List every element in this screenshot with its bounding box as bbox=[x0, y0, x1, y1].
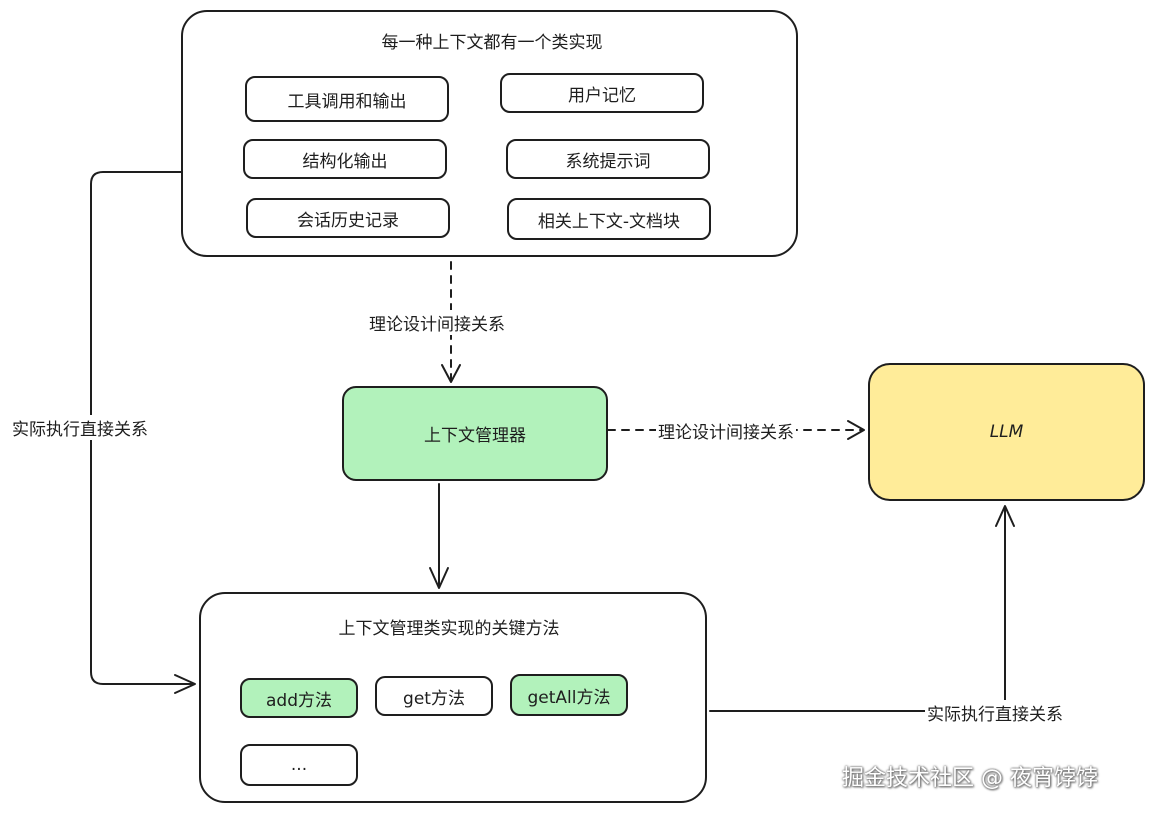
edge-label-bottom-to-llm: 实际执行直接关系 bbox=[925, 700, 1065, 725]
watermark: 掘金技术社区 @ 夜宵饽饽 bbox=[842, 766, 1098, 791]
context-types-title: 每一种上下文都有一个类实现 bbox=[381, 33, 603, 53]
arrowhead-bottom-to-llm bbox=[995, 505, 1015, 527]
arrowhead-manager-to-llm bbox=[847, 420, 865, 440]
arrowhead-top-to-manager bbox=[441, 364, 461, 383]
edge-label-manager-to-llm: 理论设计间接关系 bbox=[656, 418, 796, 443]
context-item-user-memory: 用户记忆 bbox=[500, 73, 704, 113]
arrowhead-manager-to-bottom bbox=[429, 567, 449, 589]
method-get: get方法 bbox=[375, 676, 493, 716]
context-manager-label: 上下文管理器 bbox=[424, 426, 526, 446]
context-manager-node: 上下文管理器 bbox=[342, 386, 608, 481]
context-item-system-prompt: 系统提示词 bbox=[506, 139, 710, 179]
context-item-structured-output: 结构化输出 bbox=[243, 139, 447, 179]
arrow-bottom-to-llm bbox=[709, 507, 1006, 712]
key-methods-title: 上下文管理类实现的关键方法 bbox=[338, 619, 560, 639]
llm-node: LLM bbox=[868, 363, 1145, 501]
method-add: add方法 bbox=[240, 678, 358, 718]
method-getall: getAll方法 bbox=[510, 674, 628, 716]
llm-label: LLM bbox=[989, 422, 1024, 442]
edge-label-left-direct: 实际执行直接关系 bbox=[10, 415, 150, 440]
edge-label-top-to-manager: 理论设计间接关系 bbox=[367, 310, 507, 335]
context-item-tool-calls: 工具调用和输出 bbox=[245, 76, 449, 122]
context-item-doc-chunks: 相关上下文-文档块 bbox=[507, 198, 711, 240]
context-item-chat-history: 会话历史记录 bbox=[246, 198, 450, 238]
method-ellipsis: ... bbox=[240, 744, 358, 786]
arrowhead-left-direct bbox=[174, 674, 196, 694]
